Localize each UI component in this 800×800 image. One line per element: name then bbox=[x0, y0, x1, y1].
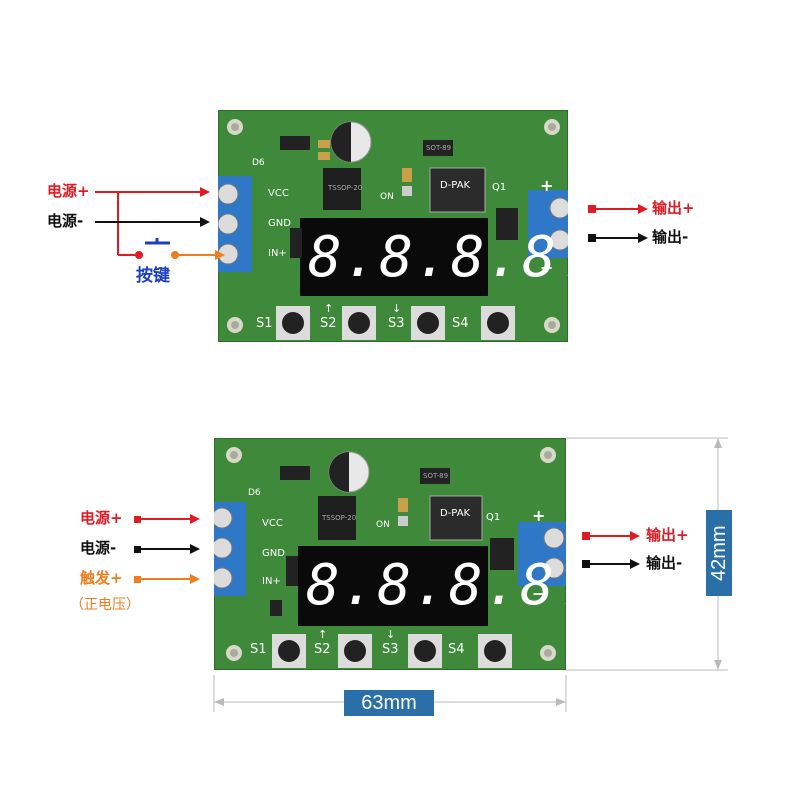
tact-switch bbox=[481, 306, 515, 340]
capacitor bbox=[330, 121, 372, 163]
bottom-board: 8.8.8.8. VCC GND IN+ D6 ON D-PAK Q1 TSSO… bbox=[214, 438, 590, 670]
plus-sign: + bbox=[532, 506, 546, 525]
chip-label-dpak: D-PAK bbox=[440, 180, 471, 191]
chip-label-dpak: D-PAK bbox=[440, 508, 471, 519]
tact-switch bbox=[272, 634, 306, 668]
pin-label-in: IN+ bbox=[262, 576, 281, 587]
mount-hole bbox=[540, 447, 556, 463]
tssop-chip bbox=[318, 496, 356, 540]
smd-part bbox=[270, 600, 282, 616]
bottom-output-plus-label: 输出+ bbox=[646, 526, 689, 544]
pin-label-in: IN+ bbox=[268, 248, 287, 259]
tact-switch bbox=[338, 634, 372, 668]
mount-hole bbox=[544, 119, 560, 135]
pin-label-gnd: GND bbox=[262, 548, 285, 559]
pcb-board-top bbox=[218, 110, 568, 342]
dpak-chip bbox=[429, 495, 483, 541]
output-terminal-block bbox=[528, 190, 568, 258]
minus-sign: − bbox=[540, 258, 554, 277]
push-button-icon bbox=[145, 238, 170, 245]
ic-side bbox=[286, 556, 298, 586]
chip-label-on: ON bbox=[380, 192, 394, 202]
height-dimension-label: 42mm bbox=[706, 510, 732, 596]
smd-part bbox=[402, 168, 412, 182]
top-board: 8.8.8.8. VCC GND IN+ D6 ON D-PAK Q1 TSSO… bbox=[218, 110, 592, 342]
chip-label-q1: Q1 bbox=[492, 182, 507, 193]
chip-label-sot: SOT-89 bbox=[423, 472, 449, 480]
capacitor bbox=[328, 451, 370, 493]
bottom-output-minus-label: 输出- bbox=[646, 554, 683, 572]
tssop-chip bbox=[323, 168, 361, 210]
smd-part bbox=[318, 152, 330, 160]
sot-chip bbox=[423, 140, 453, 156]
dpak-chip bbox=[429, 167, 486, 213]
chip-label-tssop: TSSOP-20 bbox=[322, 514, 357, 522]
top-power-plus-label: 电源+ bbox=[47, 182, 90, 200]
sot-chip bbox=[420, 468, 450, 484]
pin-label-vcc: VCC bbox=[268, 188, 289, 199]
ic-side bbox=[290, 228, 302, 258]
chip-label-sot: SOT-89 bbox=[426, 144, 452, 152]
tact-switch bbox=[342, 306, 376, 340]
down-arrow-icon: ↓ bbox=[392, 302, 402, 315]
top-output-minus-label: 输出- bbox=[652, 228, 689, 246]
input-terminal-block bbox=[214, 502, 246, 596]
chip-label-on: ON bbox=[376, 520, 390, 530]
chip-label-q1: Q1 bbox=[486, 512, 501, 523]
mount-hole bbox=[227, 119, 243, 135]
pin-label-vcc: VCC bbox=[262, 518, 283, 529]
pcb-board-bottom bbox=[214, 438, 566, 670]
up-arrow-icon: ↑ bbox=[318, 628, 328, 641]
seven-seg-display bbox=[298, 546, 488, 626]
switch-label-s4: S4 bbox=[452, 316, 469, 331]
relay-chip bbox=[490, 538, 514, 570]
top-output-plus-label: 输出+ bbox=[652, 199, 695, 217]
bottom-trigger-plus-label: 触发+ bbox=[80, 569, 123, 587]
tact-switch bbox=[408, 634, 442, 668]
smd-part bbox=[402, 186, 412, 196]
input-terminal-block bbox=[218, 176, 252, 272]
down-arrow-icon: ↓ bbox=[386, 628, 396, 641]
tact-switch bbox=[411, 306, 445, 340]
up-arrow-icon: ↑ bbox=[324, 302, 334, 315]
switch-label-s4: S4 bbox=[448, 642, 465, 657]
switch-label-s3: S3 bbox=[388, 316, 405, 331]
mount-hole bbox=[227, 317, 243, 333]
mount-hole bbox=[544, 317, 560, 333]
smd-part bbox=[318, 140, 330, 148]
bottom-power-plus-label: 电源+ bbox=[80, 509, 123, 527]
smd-part bbox=[398, 498, 408, 512]
top-power-minus-label: 电源- bbox=[47, 212, 84, 230]
tact-switch bbox=[276, 306, 310, 340]
chip-label-d6: D6 bbox=[252, 158, 265, 168]
chip-label-d6: D6 bbox=[248, 488, 261, 498]
tact-switch bbox=[478, 634, 512, 668]
output-terminal-block bbox=[518, 522, 566, 586]
plus-sign: + bbox=[540, 176, 554, 195]
mount-hole bbox=[226, 645, 242, 661]
bottom-power-minus-label: 电源- bbox=[80, 539, 117, 557]
top-button-label: 按键 bbox=[136, 266, 170, 286]
mount-hole bbox=[540, 645, 556, 661]
switch-label-s1: S1 bbox=[250, 642, 267, 657]
diode bbox=[280, 466, 310, 480]
pin-label-gnd: GND bbox=[268, 218, 291, 229]
smd-part bbox=[398, 516, 408, 526]
relay-chip bbox=[496, 208, 518, 240]
switch-label-s2: S2 bbox=[320, 316, 337, 331]
minus-sign: − bbox=[532, 584, 546, 603]
switch-label-s1: S1 bbox=[256, 316, 273, 331]
bottom-trigger-note: （正电压） bbox=[70, 597, 140, 613]
mount-hole bbox=[226, 447, 242, 463]
switch-label-s3: S3 bbox=[382, 642, 399, 657]
seven-seg-display bbox=[300, 218, 488, 296]
width-dimension-label: 63mm bbox=[344, 690, 434, 716]
diode bbox=[280, 136, 310, 150]
switch-label-s2: S2 bbox=[314, 642, 331, 657]
chip-label-tssop: TSSOP-20 bbox=[328, 184, 363, 192]
